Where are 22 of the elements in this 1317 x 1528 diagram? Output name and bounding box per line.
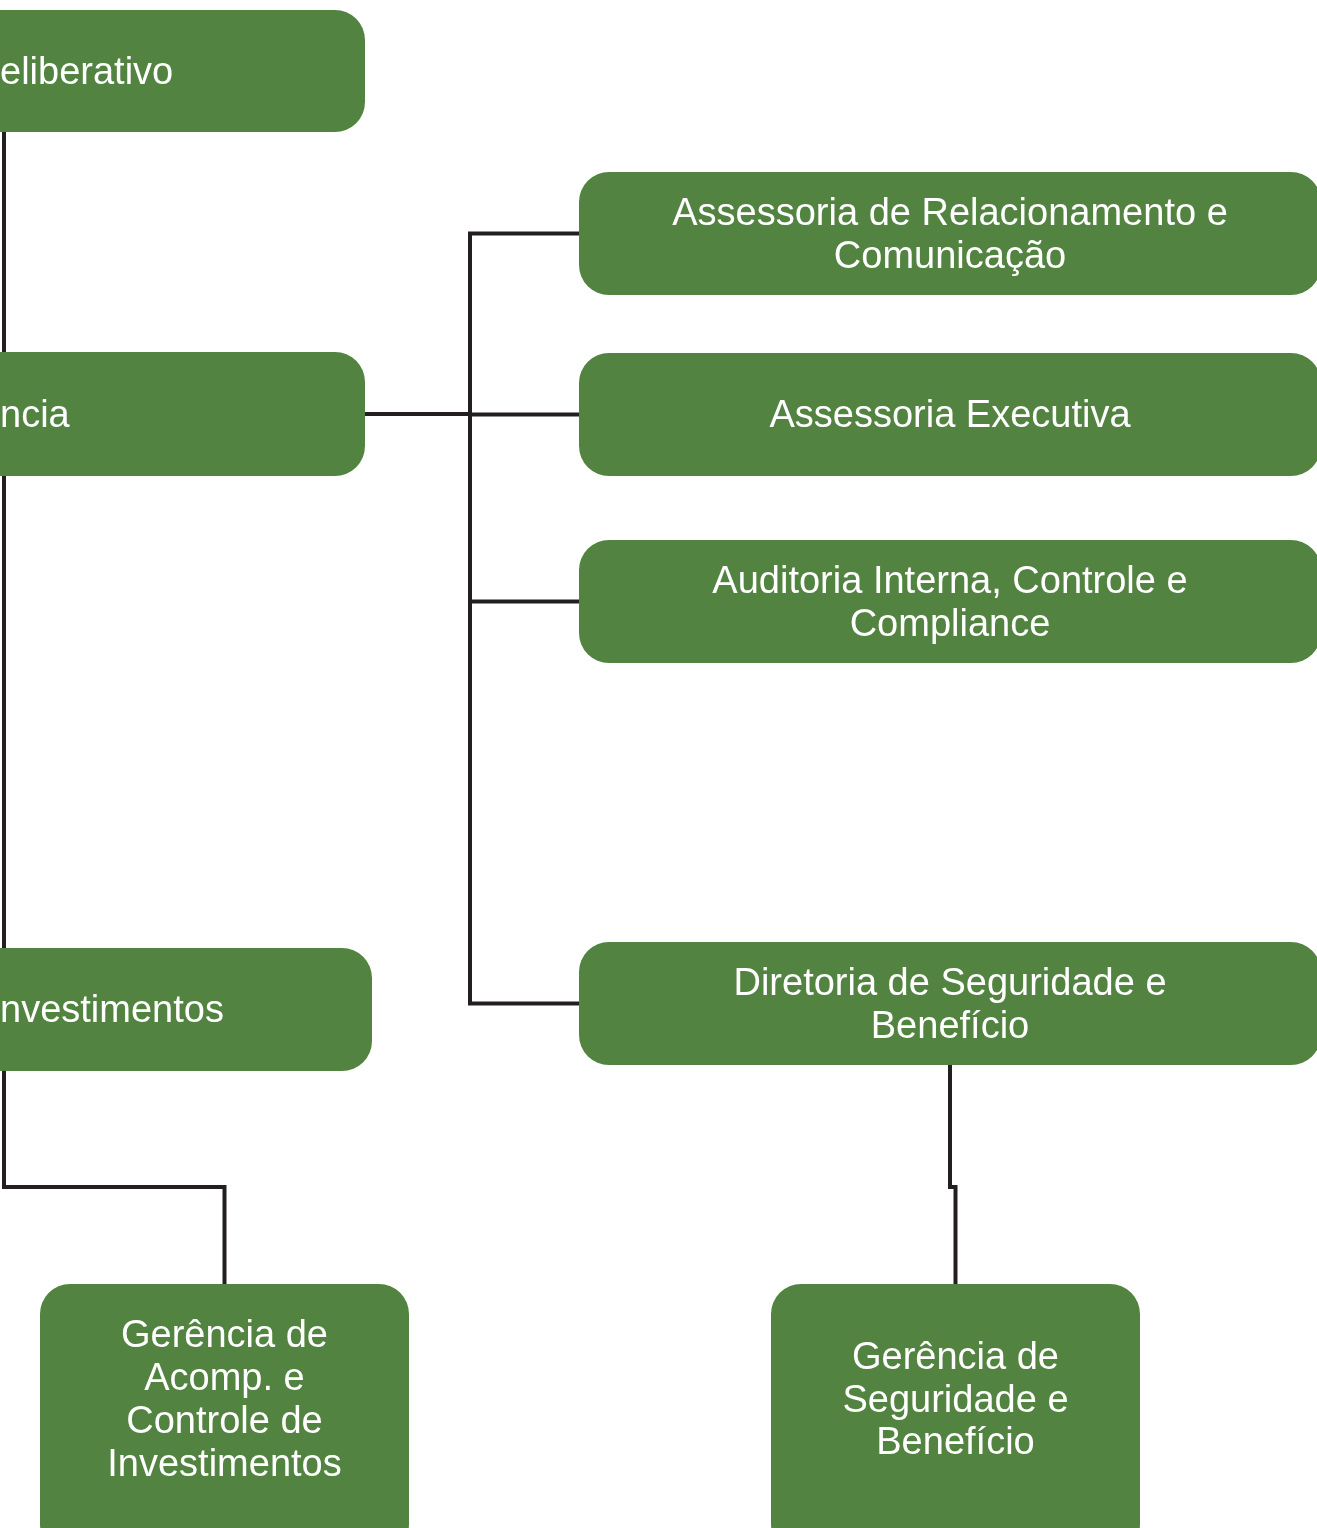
box-label: Gerência de Acomp. e Controle de Investimentos	[106, 1313, 343, 1485]
box-label: Assessoria Executiva	[769, 393, 1131, 436]
box-label: ncia	[0, 392, 70, 436]
org-box	[579, 172, 1317, 295]
box-label: Gerência de Seguridade e Benefício	[841, 1334, 1070, 1464]
org-box	[579, 353, 1317, 476]
box-label: eliberativo	[0, 49, 174, 93]
org-box	[579, 942, 1317, 1065]
connector-line	[2, 132, 6, 352]
org-box	[771, 1284, 1140, 1528]
box-label: Assessoria de Relacionamento e Comunicação	[671, 190, 1229, 277]
org-box	[579, 540, 1317, 663]
connector-line	[948, 1065, 958, 1284]
org-box	[0, 352, 365, 476]
org-box	[0, 948, 372, 1071]
box-label: nvestimentos	[0, 988, 224, 1031]
connector-line	[2, 1071, 227, 1284]
org-box	[40, 1284, 409, 1528]
box-label: Auditoria Interna, Controle e Compliance	[711, 558, 1189, 645]
connector-line	[2, 476, 6, 948]
org-box	[0, 10, 365, 132]
box-label: Diretoria de Seguridade e Benefício	[732, 960, 1168, 1047]
